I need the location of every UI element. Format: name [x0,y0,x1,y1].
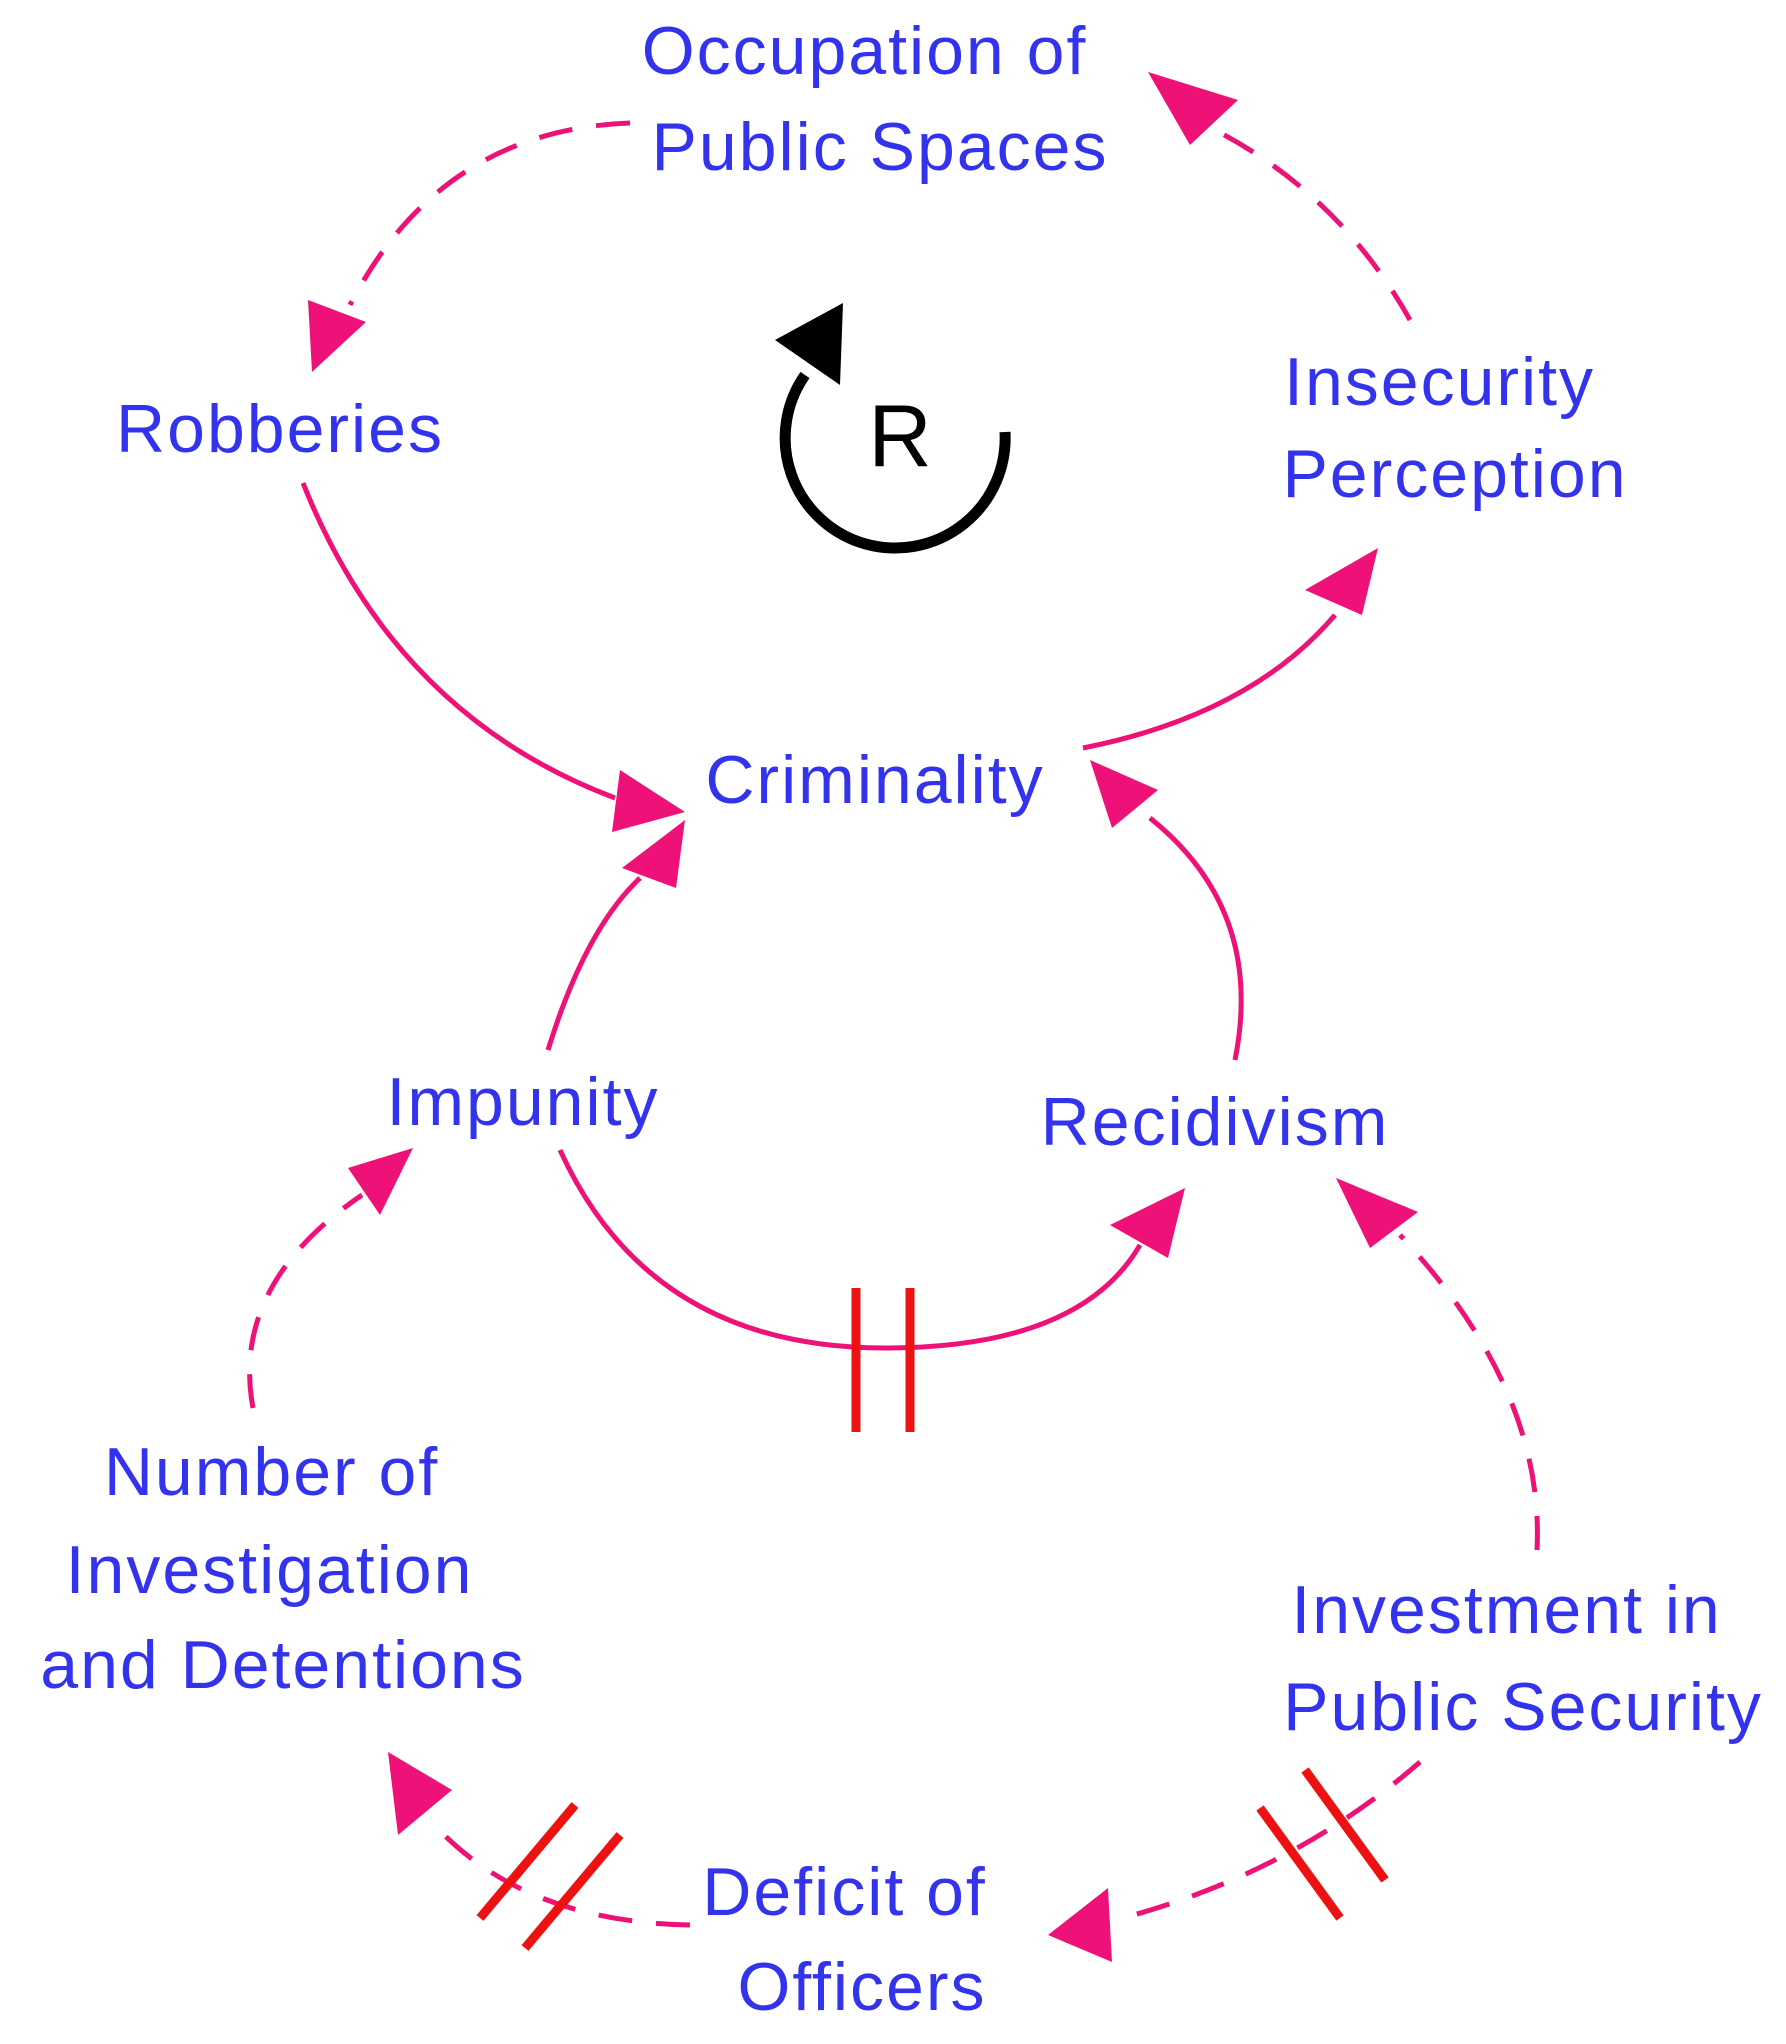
node-label-line: Investment in [1291,1572,1721,1648]
reinforcing-loop-marker: R [775,303,1011,554]
node-label-line: Deficit of [702,1854,987,1930]
node-investment-in-public-security: Investment in Public Security [1283,1572,1763,1745]
link-investment-deficit [1048,1760,1422,1962]
node-label-line: Criminality [705,742,1044,818]
node-label-line: Investigation [66,1532,474,1608]
node-label-line: Public Security [1283,1669,1763,1745]
loop-arrow-icon [779,371,1011,554]
link-insecurity-occupation [1148,72,1413,322]
node-label-line: Occupation of [642,13,1088,89]
node-recidivism: Recidivism [1041,1084,1390,1160]
delay-mark-investment-deficit [1256,1767,1389,1921]
node-label-line: Public Spaces [652,109,1109,185]
link-recidivism-criminality [1090,760,1244,1061]
node-label-line: Impunity [387,1064,660,1140]
node-label-line: and Detentions [40,1627,525,1703]
link-investment-recidivism [1336,1178,1540,1551]
node-label-line: Number of [104,1434,439,1510]
node-label-line: Perception [1282,436,1627,512]
node-impunity: Impunity [387,1064,660,1140]
node-label-line: Insecurity [1284,344,1595,420]
node-occupation-of-public-spaces: Occupation of Public Spaces [642,13,1109,185]
link-robberies-criminality [300,482,685,832]
delay-mark-impunity-recidivism [851,1288,915,1432]
link-criminality-insecurity [1082,548,1378,751]
node-deficit-of-officers: Deficit of Officers [702,1854,1007,2025]
node-label-line: Robberies [116,391,444,467]
node-robberies: Robberies [116,391,444,467]
node-criminality: Criminality [705,742,1044,818]
node-label-line: Recidivism [1041,1084,1390,1160]
link-investigation-impunity [247,1148,413,1409]
link-impunity-criminality [545,820,685,1051]
node-number-of-investigation-and-detentions: Number of Investigation and Detentions [40,1434,525,1703]
loop-letter: R [868,386,932,485]
node-insecurity-perception: Insecurity Perception [1282,344,1627,512]
link-occupation-robberies [308,120,631,372]
node-label-line: Officers [737,1949,986,2025]
link-impunity-recidivism [557,1148,1185,1351]
link-deficit-investigation [388,1752,691,1928]
delay-mark-deficit-investigation [476,1802,624,1951]
